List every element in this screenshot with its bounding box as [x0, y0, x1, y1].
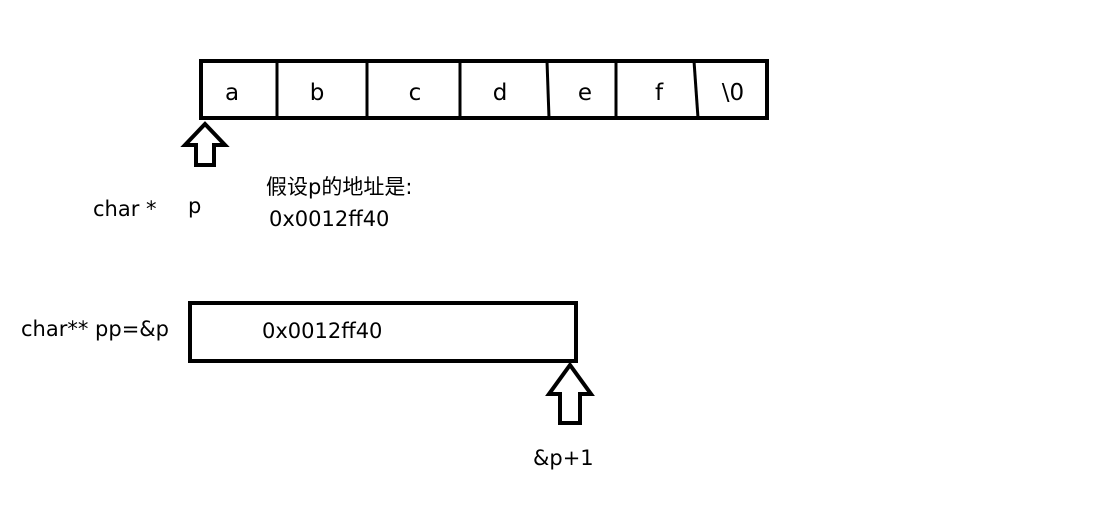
address-note-line1: 假设p的地址是:: [266, 175, 413, 199]
string-array-border: [199, 59, 769, 120]
array-cell-c: c: [409, 80, 422, 106]
array-cell-a: a: [225, 80, 239, 106]
pointer-pp-box: [188, 301, 578, 363]
array-cell-e: e: [578, 80, 592, 106]
pointer-pp-declaration: char** pp=&p: [21, 317, 169, 341]
string-array: a b c d e f \0: [199, 59, 769, 120]
up-arrow-icon: [545, 361, 595, 425]
pointer-p-name-label: p: [188, 194, 202, 218]
next-pointer-label: &p+1: [533, 446, 594, 470]
array-cell-d: d: [493, 80, 508, 106]
address-note-line2: 0x0012ff40: [269, 207, 390, 231]
up-arrow-icon: [180, 121, 230, 167]
array-cell-b: b: [310, 80, 325, 106]
array-cell-terminator: \0: [722, 80, 744, 106]
array-cell-f: f: [655, 80, 664, 106]
cell-divider: [692, 60, 700, 119]
pointer-p-type-label: char *: [93, 197, 157, 221]
cell-divider: [545, 60, 551, 119]
pointer-pp-border: [188, 301, 578, 363]
pointer-pp-value: 0x0012ff40: [262, 319, 383, 343]
